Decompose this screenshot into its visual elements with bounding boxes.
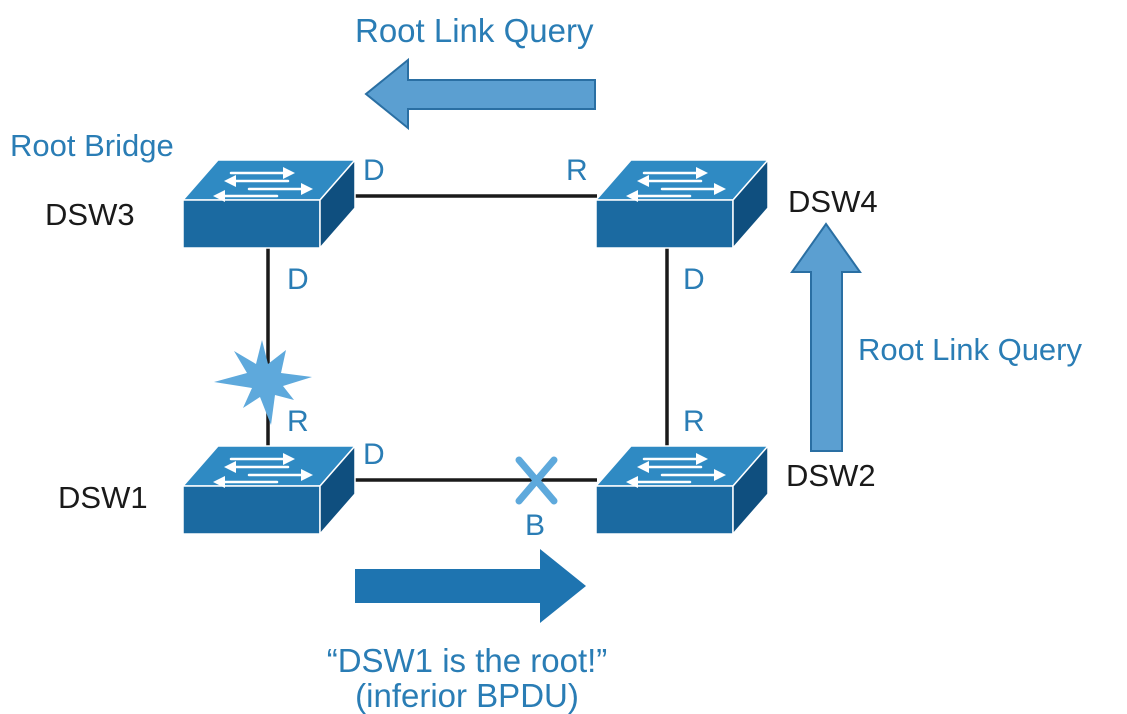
- switch-dsw1-icon: [181, 444, 357, 536]
- link-failure-starburst-icon: [214, 340, 312, 425]
- right-query-arrow-icon: [790, 222, 862, 452]
- port-dsw4-down-label: D: [683, 263, 705, 296]
- blocked-port-x-mark-icon: [515, 456, 558, 505]
- dsw2-label: DSW2: [786, 458, 876, 493]
- port-dsw3-right-label: D: [363, 154, 385, 187]
- switch-dsw2-icon: [594, 444, 770, 536]
- bpdu-message-line1: “DSW1 is the root!”: [327, 642, 608, 679]
- port-dsw3-down-label: D: [287, 263, 309, 296]
- bottom-bpdu-arrow-icon: [355, 549, 586, 623]
- dsw1-label: DSW1: [58, 480, 148, 515]
- port-dsw1-right-label: D: [363, 438, 385, 471]
- dsw4-label: DSW4: [788, 184, 878, 219]
- port-dsw4-left-label: R: [566, 154, 588, 187]
- bpdu-message-line2: (inferior BPDU): [355, 677, 579, 714]
- switch-dsw4-icon: [594, 158, 770, 250]
- dsw3-label: DSW3: [45, 197, 135, 232]
- port-dsw1-up-label: R: [287, 405, 309, 438]
- top-query-label: Root Link Query: [355, 12, 594, 49]
- switch-dsw3-icon: [181, 158, 357, 250]
- root-bridge-label: Root Bridge: [10, 128, 174, 163]
- top-query-arrow-icon: [364, 57, 596, 131]
- port-dsw2-left-label: B: [525, 509, 545, 542]
- port-dsw2-up-label: R: [683, 405, 705, 438]
- right-query-label: Root Link Query: [858, 332, 1082, 367]
